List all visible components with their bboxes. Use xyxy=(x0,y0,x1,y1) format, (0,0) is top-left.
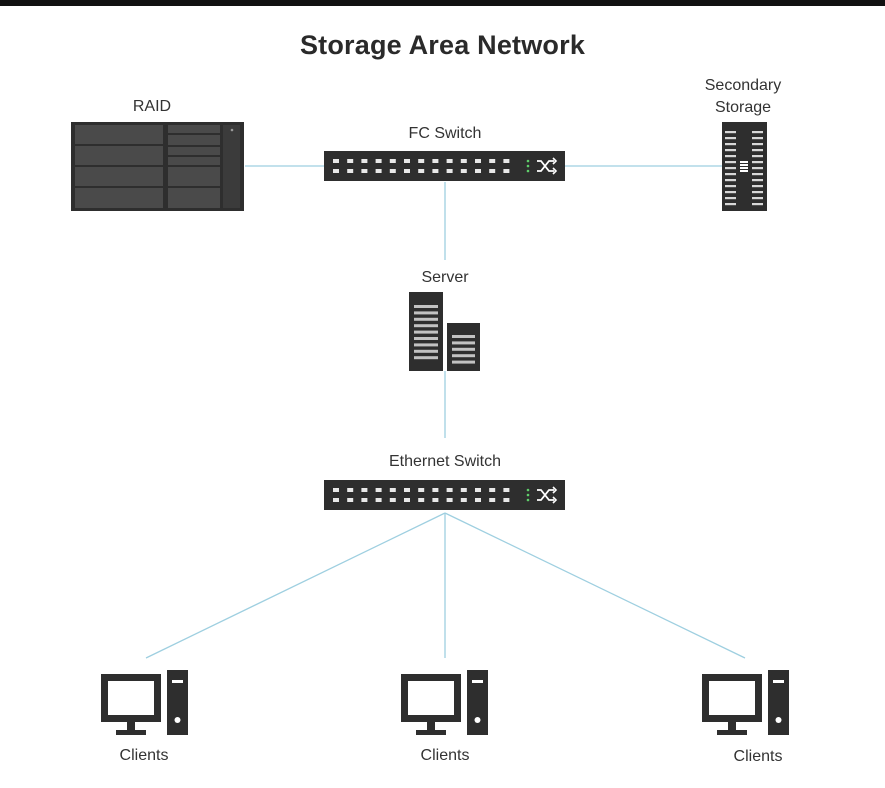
raid-array-icon xyxy=(71,122,244,211)
client-1-label: Clients xyxy=(119,747,169,764)
secondary-storage-label-line1: Secondary xyxy=(704,77,782,94)
shuffle-icon xyxy=(526,486,558,504)
client-2-label: Clients xyxy=(420,747,470,764)
desktop-computer-icon xyxy=(401,670,488,735)
diagram-canvas: Storage Area Network RAID FC Switch Seco… xyxy=(0,6,885,788)
diagram-title: Storage Area Network xyxy=(299,30,586,60)
desktop-computer-icon xyxy=(101,670,188,735)
secondary-storage-label-line2: Storage xyxy=(714,99,772,116)
ethernet-switch-device xyxy=(324,480,565,510)
server-icon xyxy=(409,292,480,371)
fc-switch-label: FC Switch xyxy=(408,125,482,142)
server-label: Server xyxy=(421,269,469,286)
ethernet-switch-ports xyxy=(333,488,510,502)
shuffle-icon xyxy=(526,157,558,175)
raid-label: RAID xyxy=(132,98,172,115)
client-3-label: Clients xyxy=(733,748,783,765)
edge-ethernet-switch-client-3 xyxy=(444,512,746,659)
storage-tower-icon xyxy=(722,122,767,211)
ethernet-switch-label: Ethernet Switch xyxy=(388,453,502,470)
edge-ethernet-switch-client-1 xyxy=(145,512,446,659)
desktop-computer-icon xyxy=(702,670,789,735)
fc-switch-ports xyxy=(333,159,510,173)
connectors xyxy=(145,165,746,659)
diagram-svg xyxy=(71,122,789,735)
fc-switch-device xyxy=(324,151,565,181)
